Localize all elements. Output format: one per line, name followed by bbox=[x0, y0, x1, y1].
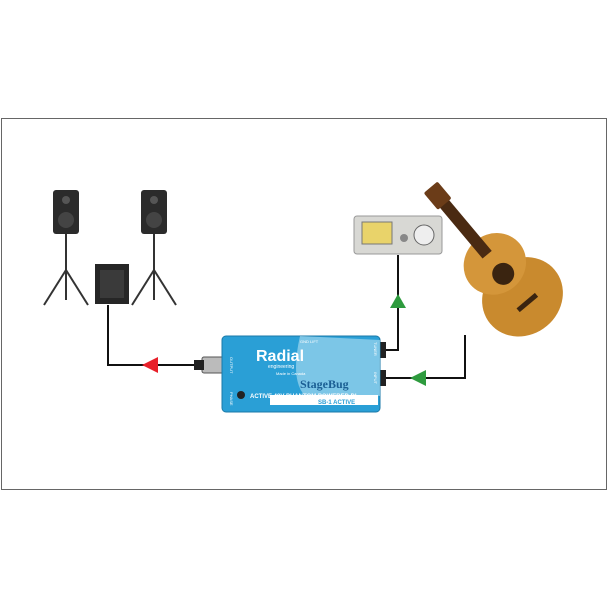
phase-switch[interactable] bbox=[237, 391, 245, 399]
diagram-shape bbox=[424, 182, 451, 210]
stagebug-di-box: Radial engineering Made in Canada GND LI… bbox=[221, 335, 381, 413]
diagram-shape bbox=[400, 234, 408, 242]
diagram-shape bbox=[270, 395, 378, 405]
diagram-shape: ACTIVE 48V PHANTOM POWERED DI bbox=[250, 394, 357, 400]
diagram-shape: engineering bbox=[268, 364, 294, 370]
acoustic-guitar bbox=[424, 182, 563, 337]
diagram-shape bbox=[201, 356, 225, 374]
input-jack bbox=[378, 370, 386, 386]
speaker-right bbox=[131, 190, 177, 306]
subwoofer bbox=[95, 264, 129, 304]
diagram-shape bbox=[492, 262, 515, 285]
diagram-shape bbox=[100, 270, 124, 298]
diagram-shape: Made in Canada bbox=[276, 371, 306, 376]
diagram-shape bbox=[153, 269, 177, 306]
red-arrow-icon bbox=[142, 357, 158, 373]
diagram-shape: SB-1 ACTIVE bbox=[318, 400, 355, 406]
diagram-shape bbox=[131, 269, 155, 306]
tuner-jack bbox=[378, 342, 386, 358]
diagram-shape bbox=[194, 360, 204, 370]
diagram-shape: TUNER bbox=[373, 342, 378, 356]
diagram-shape bbox=[413, 224, 435, 246]
diagram-shape: PAD bbox=[373, 395, 378, 403]
diagram-shape bbox=[516, 292, 539, 313]
diagram-shape: GND LIFT bbox=[300, 339, 319, 344]
green-up-arrow-icon bbox=[390, 294, 406, 308]
diagram-shape: OUTPUT bbox=[229, 357, 234, 374]
diagram-shape bbox=[65, 269, 89, 306]
diagram-shape bbox=[424, 182, 563, 337]
model-name: StageBug bbox=[300, 377, 349, 391]
tuner bbox=[353, 215, 443, 255]
green-left-arrow-icon bbox=[410, 370, 426, 386]
diagram-shape: PHASE bbox=[229, 392, 234, 406]
diagram-shape: INPUT bbox=[373, 372, 378, 385]
wire-output-to-subwoofer bbox=[107, 305, 205, 366]
diagram-shape bbox=[43, 269, 67, 306]
diagram-shape bbox=[361, 221, 393, 245]
xlr-connector bbox=[194, 356, 225, 374]
speaker-left bbox=[43, 190, 89, 306]
diagram-shape bbox=[150, 196, 158, 204]
diagram-shape bbox=[437, 197, 492, 259]
diagram-shape bbox=[62, 196, 70, 204]
diagram-shape bbox=[296, 336, 380, 396]
diagram-shape bbox=[58, 212, 74, 228]
brand-logo: Radial bbox=[256, 348, 304, 365]
diagram-shape bbox=[146, 212, 162, 228]
diagram-frame bbox=[1, 118, 607, 490]
wire-tuner bbox=[382, 255, 399, 351]
